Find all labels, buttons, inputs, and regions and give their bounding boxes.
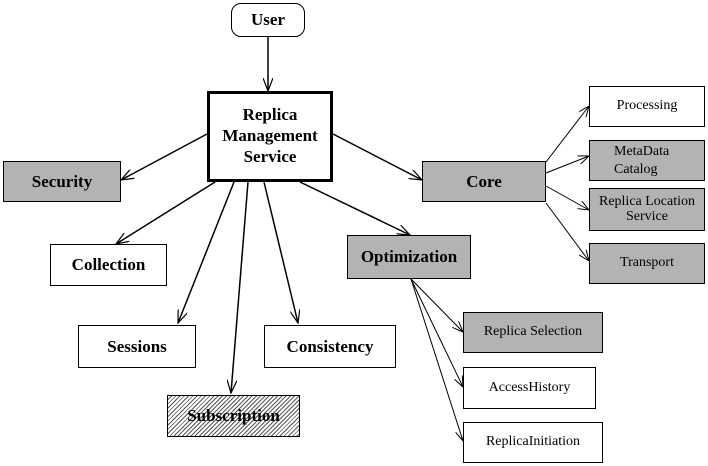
edge-core-processing: [545, 106, 589, 163]
subscription-node: Subscription: [167, 395, 300, 437]
subscription-label: Subscription: [187, 406, 280, 426]
edge-rms-subscription: [231, 181, 249, 393]
security-node: Security: [3, 161, 121, 202]
replica-initiation-node: ReplicaInitiation: [463, 422, 603, 463]
consistency-label: Consistency: [286, 336, 374, 356]
edge-rms-collection: [116, 181, 216, 244]
replica-location-service-node: Replica Location Service: [589, 188, 705, 231]
optimization-label: Optimization: [360, 247, 458, 267]
transport-node: Transport: [589, 243, 705, 284]
metadata-label-line2: Catalog: [614, 161, 658, 177]
user-label: User: [251, 10, 285, 30]
edge-optimization-replica-initiation: [410, 278, 463, 441]
metadata-label-line1: MetaData: [614, 144, 670, 159]
edge-optimization-access-history: [410, 278, 463, 387]
edge-rms-core: [332, 133, 422, 180]
edge-rms-security: [121, 133, 208, 180]
core-label: Core: [466, 171, 502, 191]
rls-label-line1: Replica Location: [598, 193, 696, 209]
access-history-label: AccessHistory: [488, 379, 571, 395]
security-label: Security: [31, 171, 93, 191]
replica-initiation-label: ReplicaInitiation: [485, 434, 581, 450]
replica-selection-label: Replica Selection: [483, 324, 583, 340]
collection-label: Collection: [71, 255, 146, 275]
rms-label-line2: Management: [222, 126, 318, 146]
transport-label: Transport: [620, 255, 674, 271]
processing-node: Processing: [589, 86, 705, 127]
core-node: Core: [422, 161, 546, 202]
edge-core-metadata: [545, 156, 589, 174]
edge-rms-optimization: [299, 181, 410, 235]
edge-rms-consistency: [263, 181, 298, 323]
edge-core-rls: [545, 185, 589, 210]
sessions-label: Sessions: [107, 336, 167, 356]
collection-node: Collection: [50, 244, 167, 286]
edge-core-transport: [545, 202, 589, 261]
sessions-node: Sessions: [78, 325, 196, 368]
user-node: User: [231, 3, 305, 37]
replica-selection-node: Replica Selection: [463, 312, 603, 353]
access-history-node: AccessHistory: [463, 367, 596, 409]
replica-management-service-node: Replica Management Service: [207, 91, 333, 182]
optimization-node: Optimization: [347, 235, 471, 279]
processing-label: Processing: [616, 98, 678, 114]
edge-optimization-replica-selection: [410, 278, 463, 332]
edge-rms-sessions: [177, 181, 235, 323]
rms-label-line1: Replica: [242, 105, 298, 125]
consistency-node: Consistency: [264, 325, 396, 368]
metadata-catalog-node: MetaData Catalog: [589, 140, 705, 181]
rms-label-line3: Service: [243, 146, 297, 166]
rls-label-line2: Service: [626, 208, 668, 224]
